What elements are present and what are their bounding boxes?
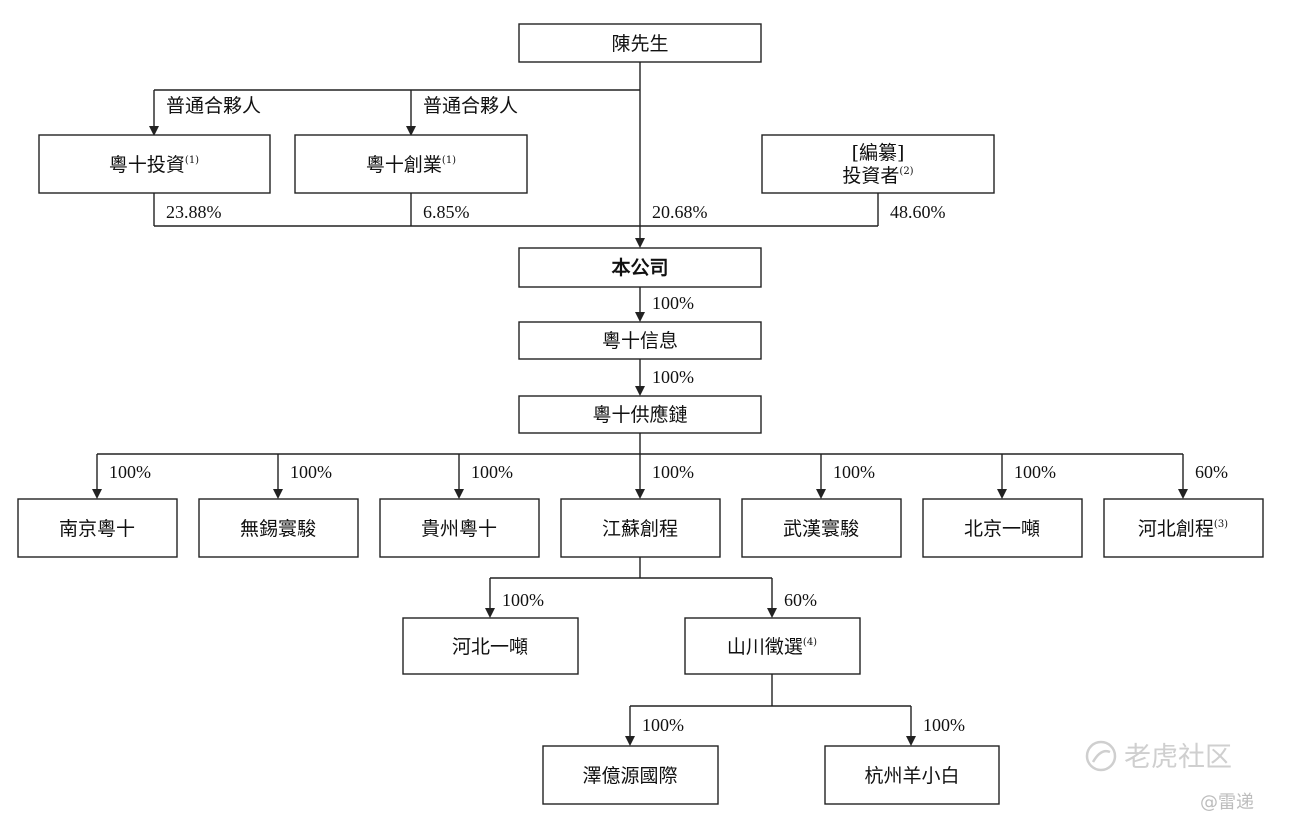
node-label: 本公司 xyxy=(611,256,668,279)
node-yueshi-info: 粵十信息 xyxy=(518,321,762,360)
pct-hangzhou: 100% xyxy=(923,715,965,735)
node-yueshi-invest: 粵十投資(1) xyxy=(38,134,271,194)
node-label: 南京粵十 xyxy=(59,518,135,540)
node-wuxi: 無錫寰駿 xyxy=(198,498,359,558)
footnote-marker: (4) xyxy=(803,637,817,648)
node-label: 江蘇創程 xyxy=(602,518,678,540)
pct-guizhou: 100% xyxy=(471,462,513,482)
node-label: 山川徵選(4) xyxy=(727,636,817,658)
edge-labels: 普通合夥人 普通合夥人 23.88% 6.85% 20.68% 48.60% 1… xyxy=(109,95,1228,735)
pct-yueshi-invest: 23.88% xyxy=(166,202,222,222)
brand-logo-icon xyxy=(1085,740,1117,772)
node-label: 北京一噸 xyxy=(964,518,1040,540)
pct-hebei-yd: 100% xyxy=(502,590,544,610)
brand-logo-swoosh-icon xyxy=(1091,749,1111,763)
pct-zeyi: 100% xyxy=(642,715,684,735)
node-label: 粵十創業(1) xyxy=(366,154,456,176)
watermark: 老虎社区 @雷递 xyxy=(1085,740,1254,813)
node-hebei-yd: 河北一噸 xyxy=(402,617,579,675)
node-beijing: 北京一噸 xyxy=(922,498,1083,558)
pct-jiangsu: 100% xyxy=(652,462,694,482)
node-label: 投資者(2) xyxy=(842,165,913,187)
node-label: 無錫寰駿 xyxy=(240,518,316,540)
node-label: 陳先生 xyxy=(611,33,668,55)
node-chen: 陳先生 xyxy=(518,23,762,63)
node-zeyi: 澤億源國際 xyxy=(542,745,719,805)
pct-yueshi-venture: 6.85% xyxy=(423,202,470,222)
redacted-label: [編纂] xyxy=(852,142,905,164)
node-guizhou: 貴州粵十 xyxy=(379,498,540,558)
node-label: 粵十投資(1) xyxy=(109,154,199,176)
node-jiangsu: 江蘇創程 xyxy=(560,498,721,558)
gp-label-left: 普通合夥人 xyxy=(166,95,261,117)
node-label: 杭州羊小白 xyxy=(864,765,959,787)
footnote-marker: (3) xyxy=(1214,519,1228,530)
footnote-marker: (2) xyxy=(899,166,913,177)
node-label: 粵十供應鏈 xyxy=(592,403,687,426)
pct-hebei-cc: 60% xyxy=(1195,462,1228,482)
node-label: 河北一噸 xyxy=(452,636,528,658)
pct-nanjing: 100% xyxy=(109,462,151,482)
pct-info-supply: 100% xyxy=(652,367,694,387)
node-label: 粵十信息 xyxy=(602,330,678,352)
node-wuhan: 武漢寰駿 xyxy=(741,498,902,558)
watermark-handle: @雷递 xyxy=(1200,792,1254,813)
pct-beijing: 100% xyxy=(1014,462,1056,482)
node-hangzhou: 杭州羊小白 xyxy=(824,745,1000,805)
node-shanchuan: 山川徵選(4) xyxy=(684,617,861,675)
pct-wuxi: 100% xyxy=(290,462,332,482)
node-company: 本公司 xyxy=(518,247,762,288)
node-nanjing: 南京粵十 xyxy=(17,498,178,558)
node-hebei-cc: 河北創程(3) xyxy=(1103,498,1264,558)
footnote-marker: (1) xyxy=(185,155,199,166)
pct-company-info: 100% xyxy=(652,293,694,313)
node-label: 澤億源國際 xyxy=(582,765,677,787)
pct-shanchuan: 60% xyxy=(784,590,817,610)
connectors xyxy=(92,62,1188,746)
gp-label-right: 普通合夥人 xyxy=(423,95,518,117)
footnote-marker: (1) xyxy=(442,155,456,166)
node-label: 武漢寰駿 xyxy=(783,518,859,540)
node-yueshi-venture: 粵十創業(1) xyxy=(294,134,528,194)
node-yueshi-supply: 粵十供應鏈 xyxy=(518,395,762,434)
node-label: 貴州粵十 xyxy=(421,518,497,540)
pct-wuhan: 100% xyxy=(833,462,875,482)
node-investors: [編纂] 投資者(2) xyxy=(761,134,995,194)
pct-investors: 48.60% xyxy=(890,202,946,222)
node-label: 河北創程(3) xyxy=(1138,518,1228,540)
pct-chen: 20.68% xyxy=(652,202,708,222)
watermark-brand: 老虎社区 xyxy=(1124,742,1232,773)
